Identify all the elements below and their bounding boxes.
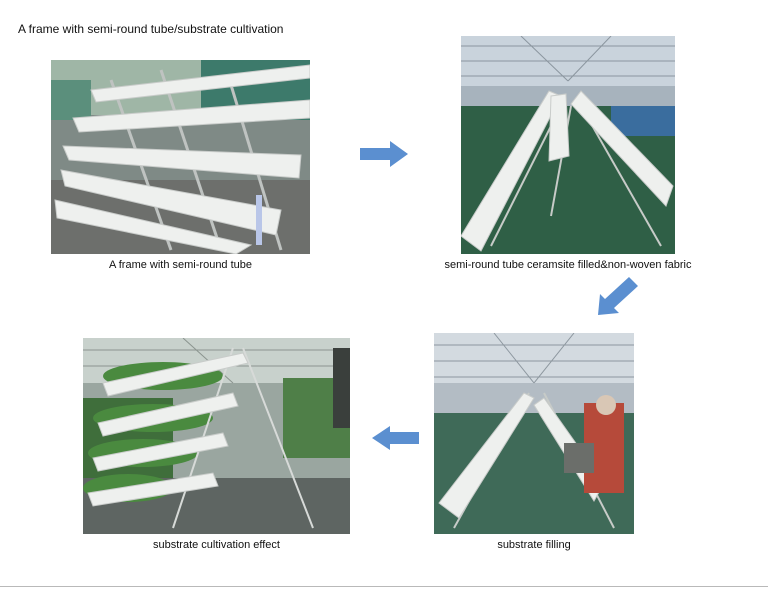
caption-cultivation-effect: substrate cultivation effect <box>153 539 280 551</box>
arrow-right-icon <box>360 141 408 167</box>
document-title: A frame with semi-round tube/substrate c… <box>18 22 284 36</box>
caption-ceramsite-fabric: semi-round tube ceramsite filled&non-wov… <box>444 259 692 271</box>
photo-ceramsite-fabric <box>461 36 675 254</box>
caption-a-frame-tube: A frame with semi-round tube <box>108 259 253 271</box>
photo-substrate-filling <box>434 333 634 534</box>
arrow-down-left-icon <box>598 277 638 315</box>
photo-cultivation-effect <box>83 338 350 534</box>
page-bottom-rule <box>0 586 768 587</box>
caption-substrate-filling: substrate filling <box>497 539 571 551</box>
arrow-left-icon <box>372 426 419 450</box>
photo-a-frame-tube <box>51 60 310 254</box>
